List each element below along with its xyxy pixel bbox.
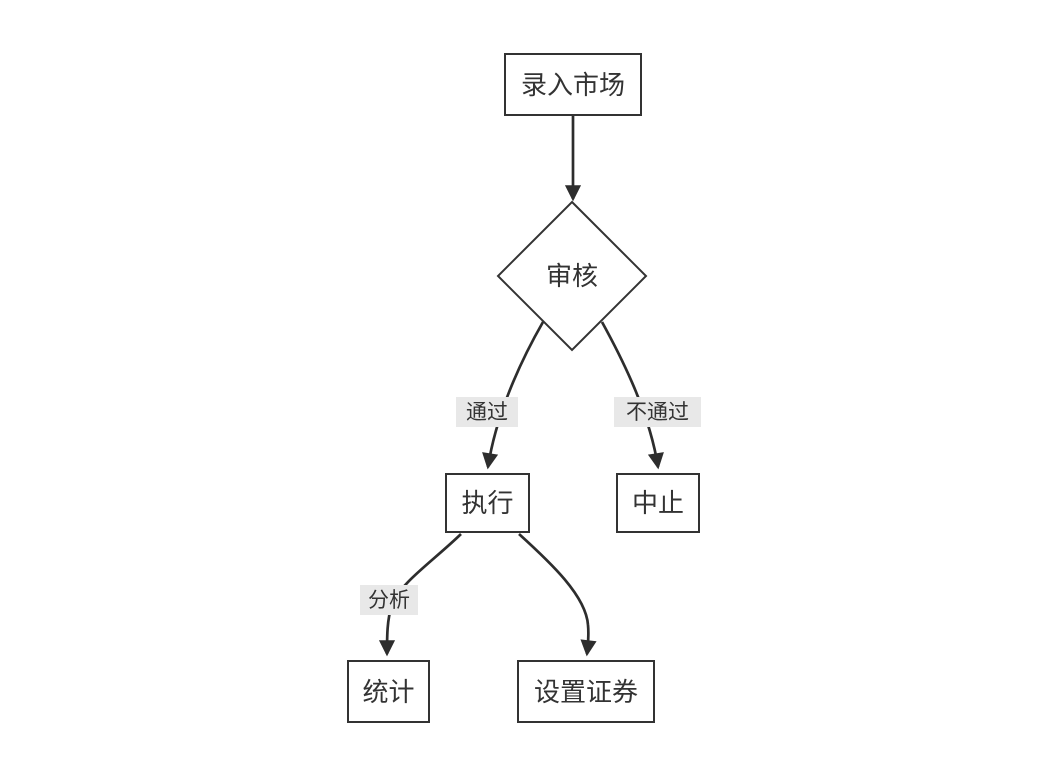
edge-review-to-abort xyxy=(600,321,664,470)
node-abort: 中止 xyxy=(616,473,700,533)
node-set-securities-label: 设置证券 xyxy=(533,676,638,707)
node-statistics-label: 统计 xyxy=(362,676,415,707)
node-review-shape xyxy=(496,200,648,352)
node-statistics: 统计 xyxy=(347,660,430,723)
edge-execute-to-set-securities xyxy=(518,532,597,657)
node-enter-market: 录入市场 xyxy=(504,53,642,116)
node-execute-label: 执行 xyxy=(461,488,514,518)
node-review-label: 审核 xyxy=(545,261,598,291)
edge-label-pass: 通过 xyxy=(456,397,518,427)
node-execute: 执行 xyxy=(445,473,530,533)
node-set-securities: 设置证券 xyxy=(517,660,655,723)
node-enter-market-label: 录入市场 xyxy=(520,69,625,100)
edge-label-analyze: 分析 xyxy=(360,585,418,615)
edge-label-fail: 不通过 xyxy=(614,397,701,427)
edge-review-to-execute xyxy=(482,321,545,470)
node-abort-label: 中止 xyxy=(631,488,684,518)
node-review-label-wrap: 审核 xyxy=(512,260,632,292)
